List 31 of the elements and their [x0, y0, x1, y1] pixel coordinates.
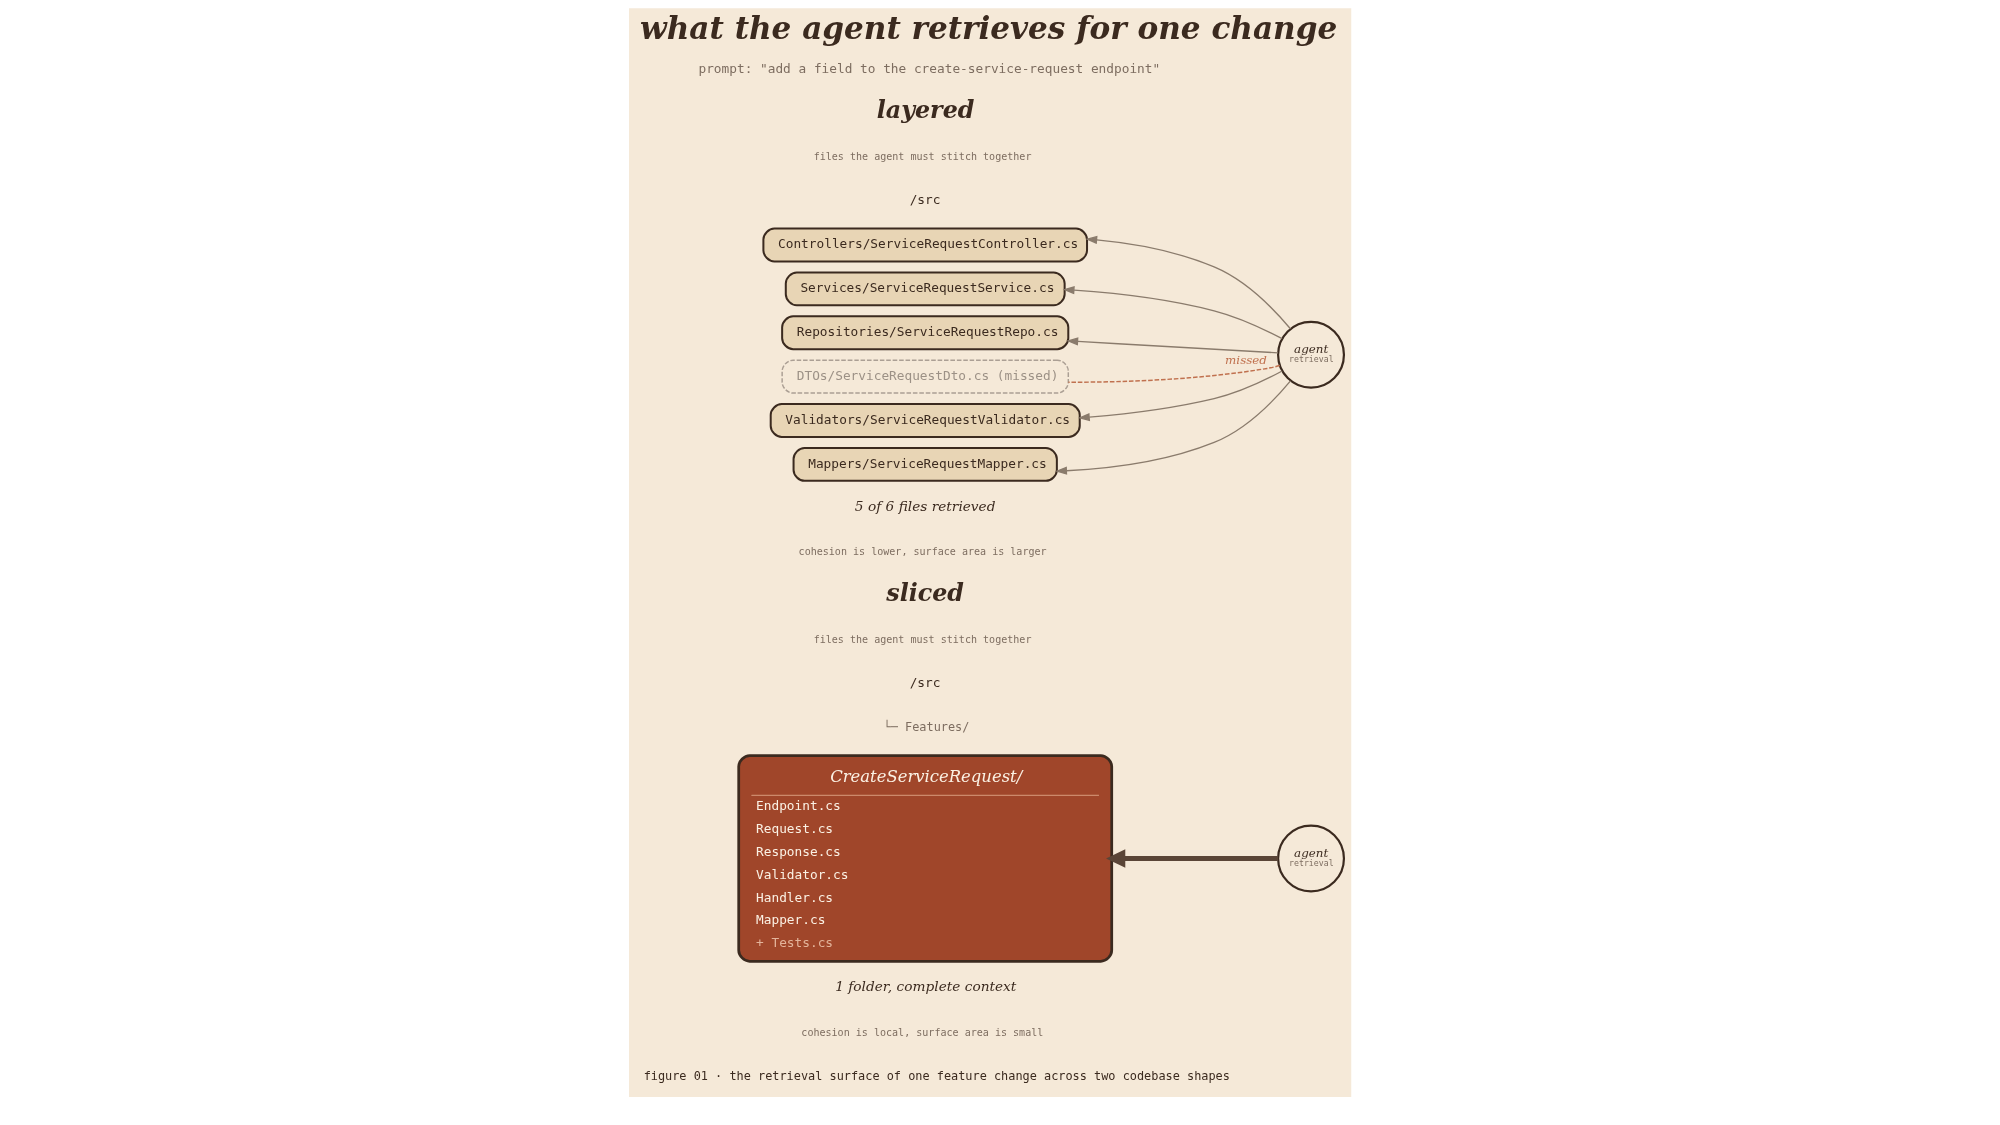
node-box: Mappers/ServiceRequestMapper.cs [792, 446, 1058, 482]
arrow [1062, 286, 1283, 340]
caption: figure 01 · the retrieval surface of one feature change across two codebase shapes [643, 1069, 1230, 1084]
node-box: Controllers/ServiceRequestController.cs [762, 227, 1089, 263]
label: files the agent must stitch together [813, 633, 1032, 645]
arrow [1077, 370, 1283, 422]
diagram-title: what the agent retrieves for one change [639, 10, 1338, 47]
label: prompt: "add a field to the create-service-request endpoint" [698, 60, 1161, 76]
arrow [1085, 235, 1292, 330]
edge-label: missed [1225, 353, 1267, 368]
label: 5 of 6 files retrieved [854, 497, 996, 514]
node-box: Services/ServiceRequestService.cs [784, 271, 1066, 307]
node-box: CreateServiceRequest/ Endpoint.cs Request.cs Response.cs Validator.cs Handler.cs Mapper.cs + Tests.cs [737, 754, 1114, 963]
node-box: Repositories/ServiceRequestRepo.cs [781, 315, 1070, 351]
node-box: Validators/ServiceRequestValidator.cs [769, 403, 1081, 438]
node-circle: agent retrieval [1277, 320, 1346, 389]
label: /src [909, 192, 941, 208]
label: cohesion is local, surface area is small [801, 1026, 1044, 1038]
node-box: DTOs/ServiceRequestDto.cs (missed) [781, 359, 1069, 394]
label: sliced [886, 578, 965, 607]
label: /src [909, 675, 941, 691]
arrow [1066, 337, 1279, 354]
label: └─ Features/ [883, 719, 970, 734]
label: layered [876, 96, 975, 125]
label: 1 folder, complete context [835, 978, 1017, 995]
arrow [1055, 380, 1292, 475]
connector [1067, 364, 1281, 383]
label: cohesion is lower, surface area is larger [798, 545, 1047, 557]
label: files the agent must stitch together [813, 150, 1032, 162]
node-circle: agent retrieval [1277, 824, 1346, 893]
arrow [1106, 849, 1279, 868]
